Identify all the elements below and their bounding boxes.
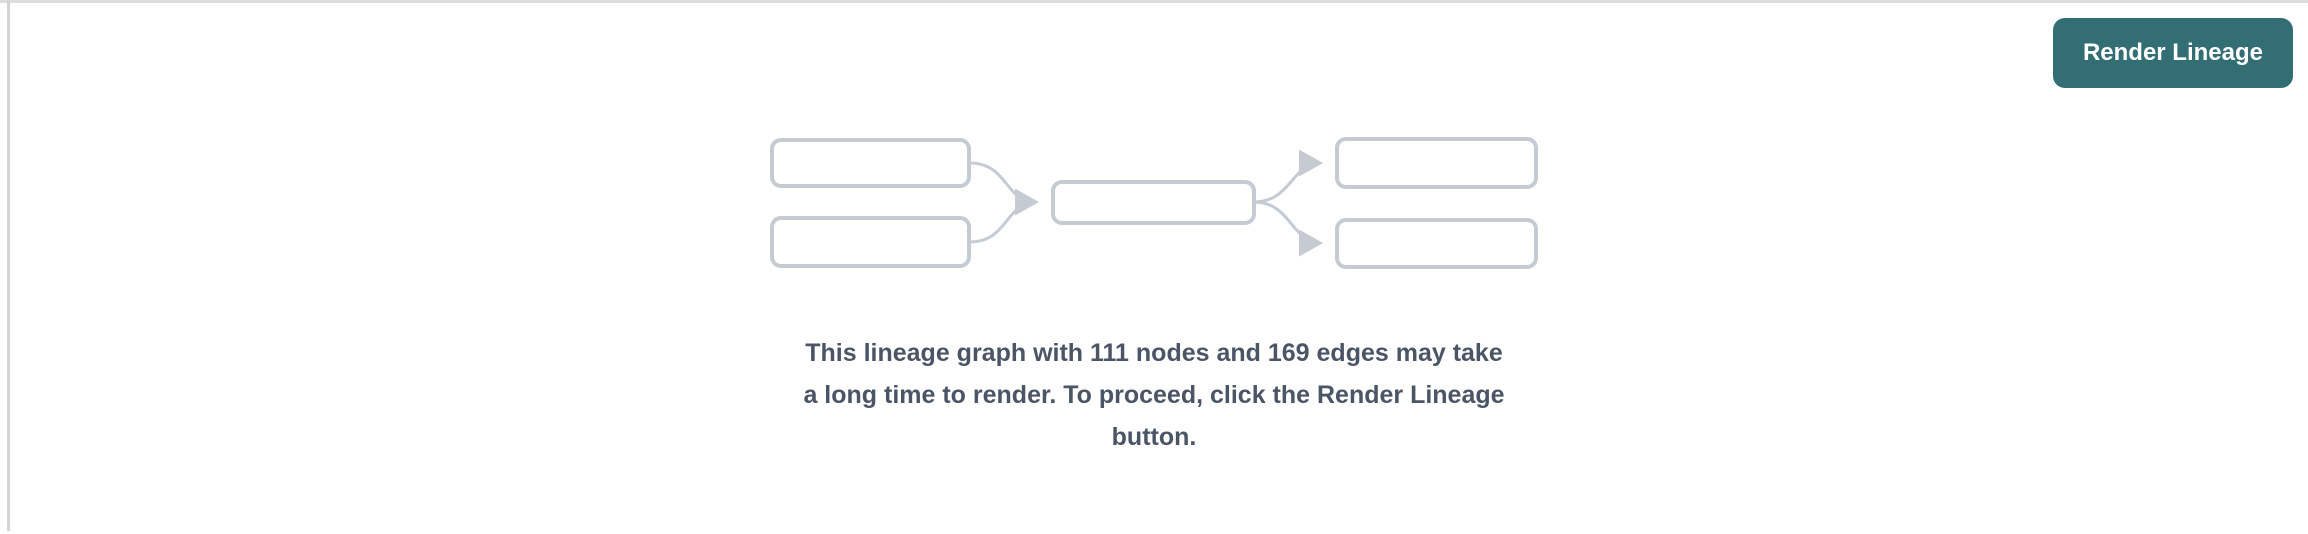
lineage-empty-state: This lineage graph with 111 nodes and 16…	[770, 137, 1538, 458]
top-border-line	[0, 0, 2308, 3]
warning-message-line-2: a long time to render. To proceed, click…	[803, 381, 1505, 409]
render-lineage-button[interactable]: Render Lineage	[2052, 18, 2293, 88]
left-divider-line	[7, 0, 10, 531]
graph-edge-right-bottom	[1253, 200, 1323, 257]
graph-node-target-top	[1335, 137, 1538, 189]
lineage-warning-message: This lineage graph with 111 nodes and 16…	[803, 332, 1504, 458]
graph-node-target-bottom	[1335, 218, 1538, 269]
warning-message-line-3: button.	[1111, 423, 1197, 451]
graph-node-source-top	[770, 138, 971, 188]
lineage-graph-illustration	[770, 137, 1538, 269]
warning-message-line-1: This lineage graph with 111 nodes and 16…	[805, 339, 1503, 367]
graph-node-middle	[1051, 180, 1256, 225]
graph-edge-left-top	[968, 161, 1039, 216]
graph-edge-right-top	[1253, 149, 1323, 204]
graph-node-source-bottom	[770, 216, 971, 268]
graph-edge-left-bottom	[968, 201, 1037, 244]
